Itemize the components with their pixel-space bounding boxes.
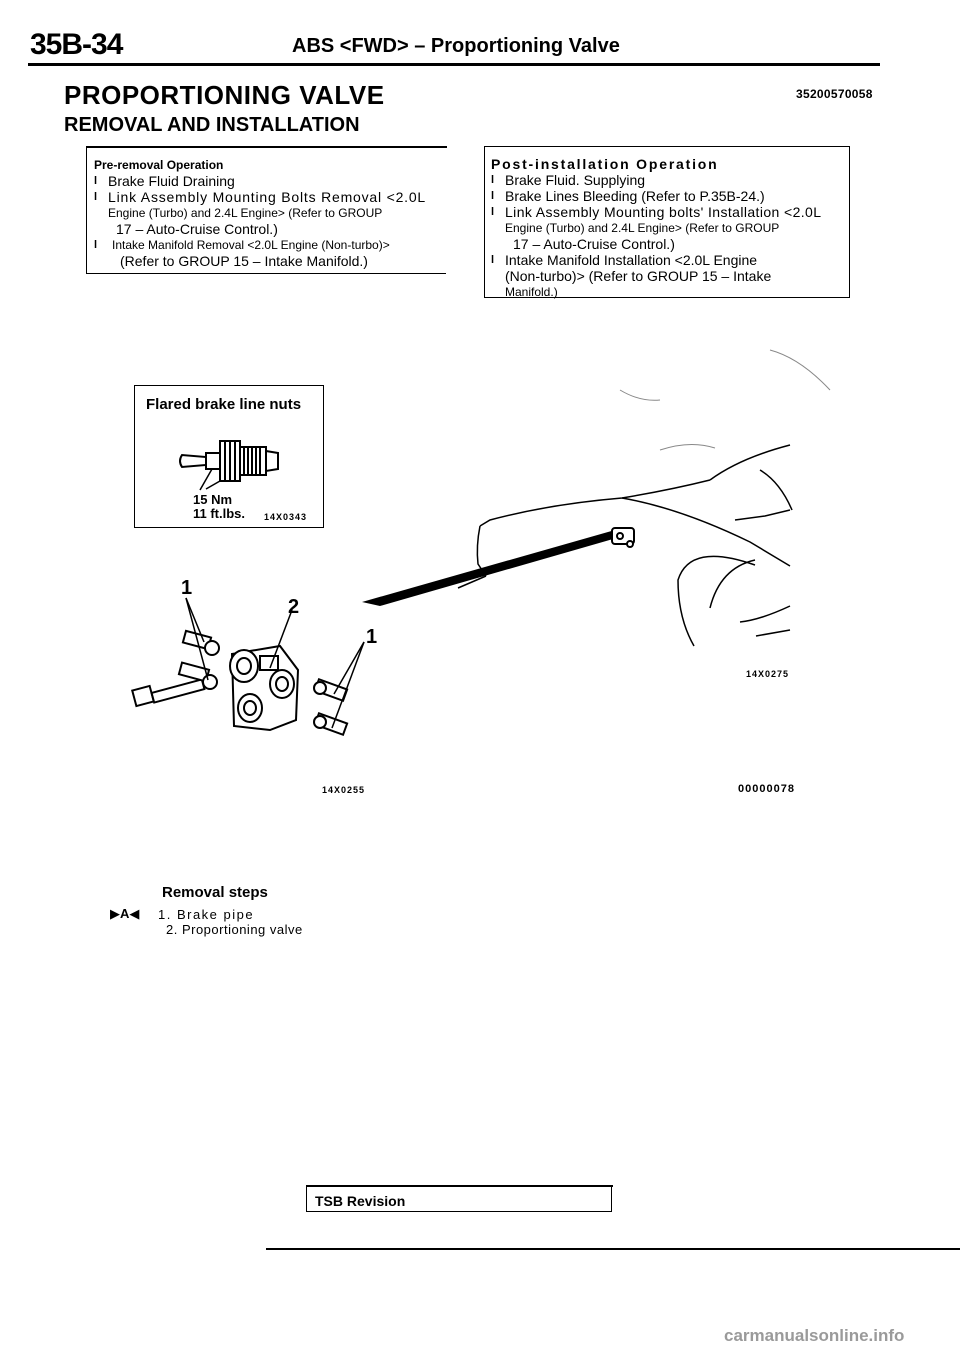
section-title: PROPORTIONING VALVE [64, 80, 385, 110]
list-item-continuation: 17 – Auto-Cruise Control.) [116, 221, 278, 237]
callout-1-brake-pipe-right: 1 [366, 626, 378, 648]
footer-rule [266, 1248, 960, 1250]
callout-1-brake-pipe: 1 [181, 577, 193, 599]
header-rule [28, 63, 880, 66]
header-title: ABS <FWD> – Proportioning Valve [292, 35, 620, 57]
watermark: carmanualsonline.info [724, 1326, 905, 1345]
flared-nut-inset [134, 385, 324, 528]
page-number: 35B-34 [30, 28, 123, 61]
pointer-line [362, 530, 620, 606]
callout-2-proportioning-valve: 2 [288, 596, 300, 618]
pre-removal-box [86, 146, 447, 274]
parts-code: 14X0255 [322, 785, 366, 795]
tsb-revision-label: TSB Revision [315, 1193, 406, 1209]
torque-ftlbs: 11 ft.lbs. [193, 506, 246, 521]
section-code: 35200570058 [796, 87, 873, 101]
removal-step: 2. Proportioning valve [166, 922, 303, 937]
list-item-continuation: Engine (Turbo) and 2.4L Engine> (Refer t… [505, 221, 780, 235]
list-item-continuation: (Non-turbo)> (Refer to GROUP 15 – Intake [505, 268, 772, 284]
torque-nm: 15 Nm [193, 492, 233, 507]
inset-label: Flared brake line nuts [146, 396, 302, 413]
post-installation-box [484, 146, 850, 298]
list-item-continuation: Manifold.) [505, 285, 558, 299]
figure-id: 00000078 [738, 783, 795, 795]
list-item-continuation: 17 – Auto-Cruise Control.) [513, 236, 675, 252]
flared-nut-illustration [179, 440, 279, 491]
section-subtitle: REMOVAL AND INSTALLATION [64, 114, 360, 136]
tsb-revision-box [306, 1185, 613, 1212]
service-point-marker: ▶A◀ [110, 906, 140, 921]
list-item-continuation: (Refer to GROUP 15 – Intake Manifold.) [120, 253, 368, 269]
car-code: 14X0275 [746, 669, 790, 679]
inset-code: 14X0343 [264, 512, 308, 522]
car-front-illustration [362, 349, 831, 647]
post-installation-heading: Post-installation Operation [491, 156, 719, 172]
proportioning-valve-parts-illustration [131, 597, 365, 737]
removal-steps-title: Removal steps [162, 884, 268, 901]
list-item-continuation: Engine (Turbo) and 2.4L Engine> (Refer t… [108, 206, 383, 220]
pre-removal-heading: Pre-removal Operation [94, 158, 224, 172]
removal-step: 1. Brake pipe [158, 907, 255, 922]
